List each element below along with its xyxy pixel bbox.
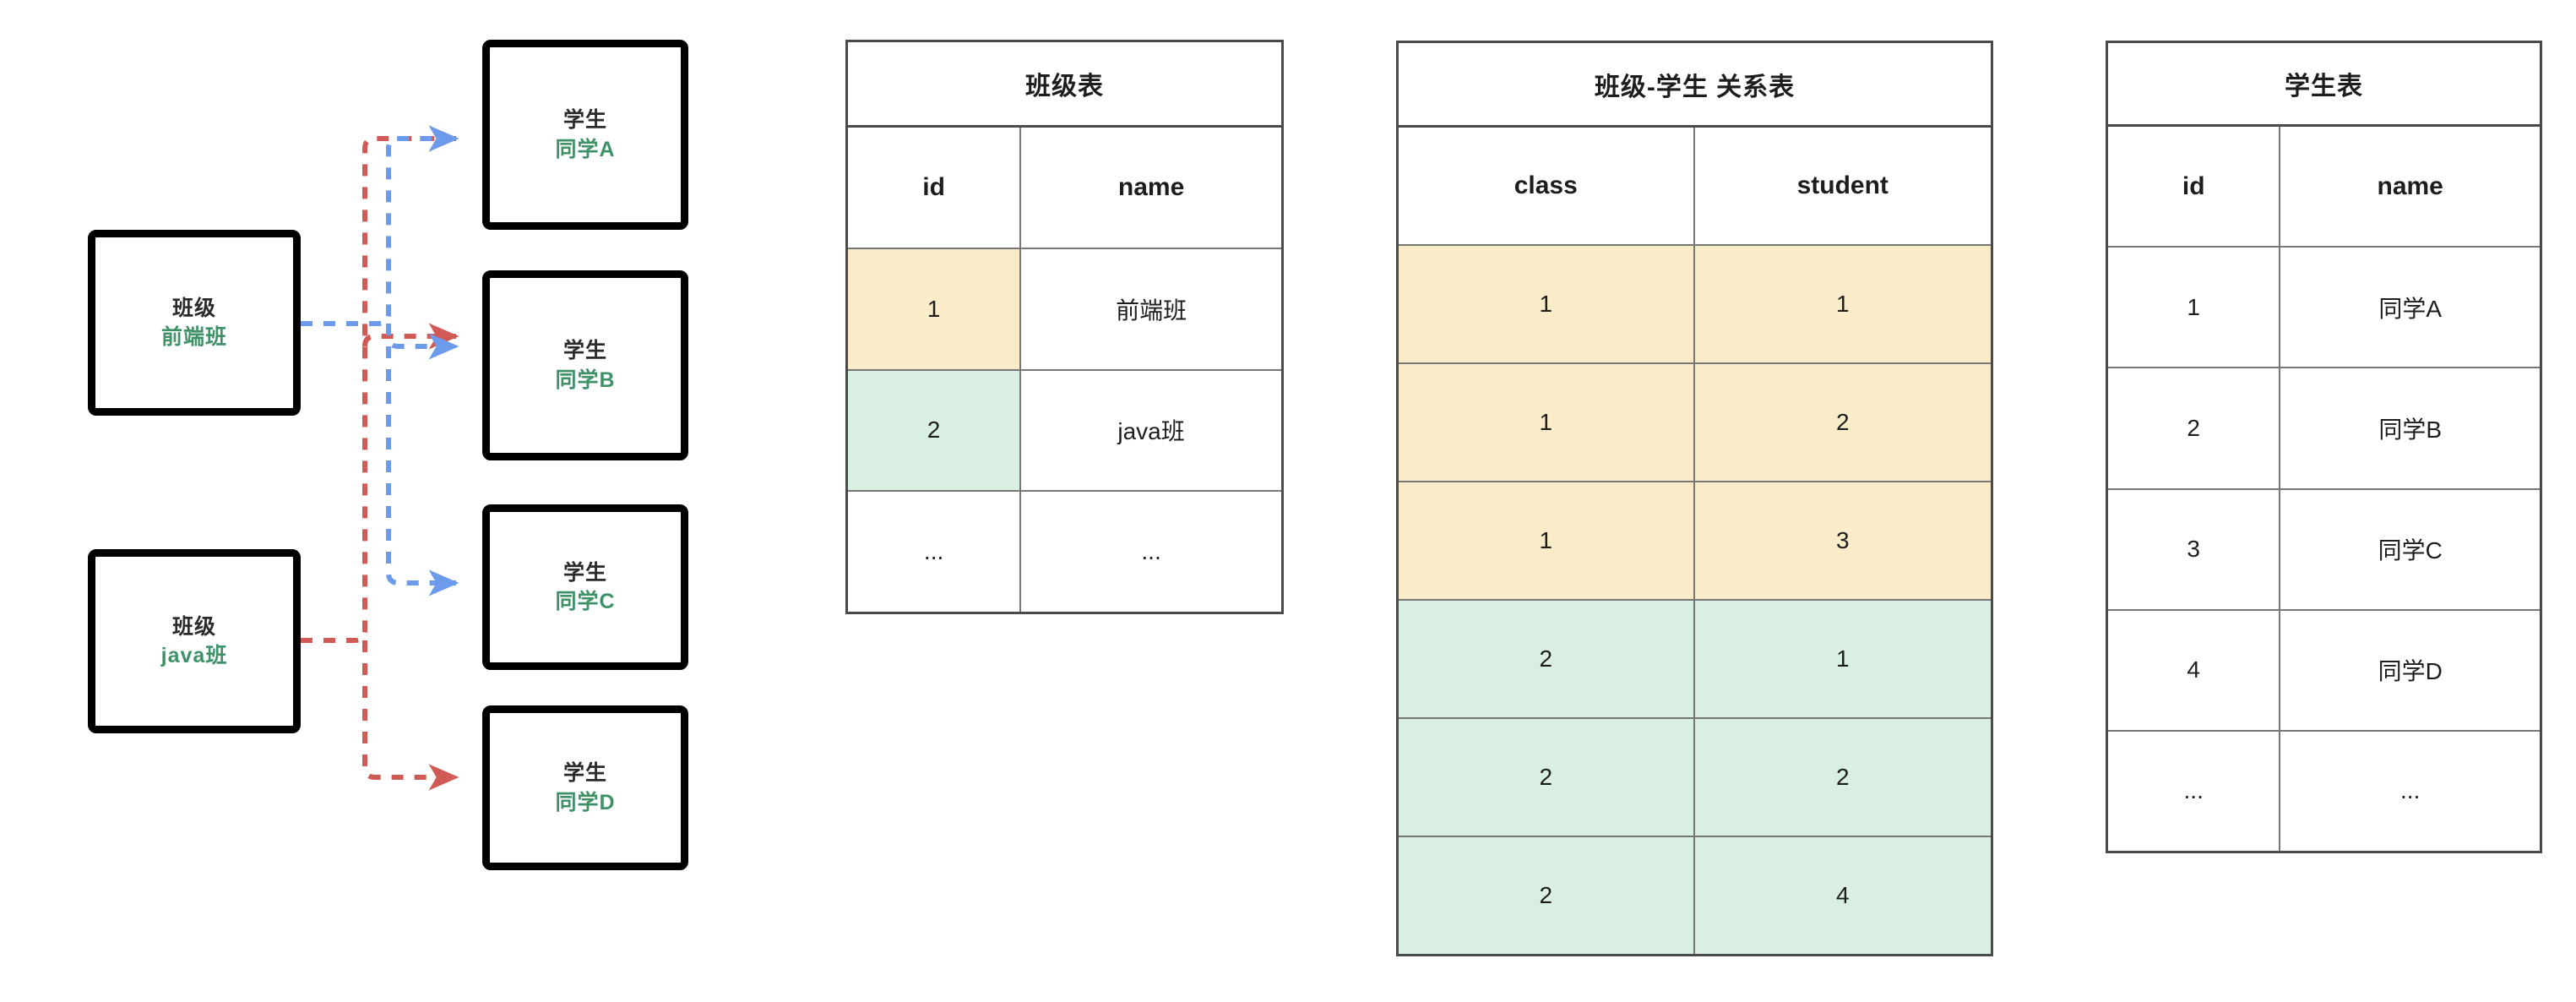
edge-java-trunk (301, 125, 459, 643)
student-node-a[interactable]: 学生 同学A (482, 40, 688, 230)
table-cell: 4 (1694, 837, 1991, 954)
table-cell: 2 (848, 370, 1022, 491)
table-cell: 1 (1399, 364, 1695, 481)
table-body: id name 1 同学A 2 同学B 3 同学C 4 同学D...... (2108, 127, 2540, 852)
table-cell: 2 (1399, 601, 1695, 717)
edge-java-to-student-b (362, 323, 459, 350)
entity-diagram: 班级 前端班 班级 java班 学生 同学A 学生 同学B 学生 同学C 学生 … (0, 0, 760, 1002)
class-node-name: 前端班 (160, 325, 227, 349)
table-cell: ... (1141, 538, 1161, 565)
table-row: 3 同学C (2108, 489, 2540, 611)
table-row: ...... (848, 492, 1281, 612)
table-body: id name 1 前端班 2 java班...... (848, 128, 1281, 612)
table-cell: 1 (1399, 482, 1695, 599)
table-row: ...... (2108, 731, 2540, 852)
table-title: 班级-学生 关系表 (1399, 43, 1991, 128)
edge-group-frontend-class (301, 125, 459, 596)
table-cell: 2 (1694, 364, 1991, 481)
class-node-type-label: 班级 (171, 614, 216, 639)
edge-frontend-trunk (301, 125, 459, 326)
student-node-type-label: 学生 (562, 761, 607, 785)
table-cell: 2 (1399, 719, 1695, 836)
class-node-java[interactable]: 班级 java班 (88, 549, 301, 733)
class-node-name: java班 (160, 644, 228, 667)
class-node-frontend[interactable]: 班级 前端班 (88, 230, 301, 416)
table-header-row: id name (848, 128, 1281, 249)
table-row: 4 同学D (2108, 610, 2540, 732)
table-cell: 2 (1399, 837, 1695, 954)
table-title: 学生表 (2108, 43, 2540, 127)
column-header-name: name (2377, 172, 2443, 200)
table-cell: ... (848, 492, 1022, 612)
student-node-type-label: 学生 (562, 560, 607, 585)
table-row: 1 前端班 (848, 248, 1281, 371)
table-row: 2 java班 (848, 370, 1281, 493)
table-cell: 2 (2108, 368, 2281, 488)
student-node-name: 同学B (555, 368, 616, 392)
table-cell: ... (2400, 777, 2421, 804)
table-cell: 同学D (2378, 658, 2443, 685)
student-node-name: 同学A (555, 137, 616, 161)
table-cell: 2 (1694, 719, 1991, 836)
student-node-type-label: 学生 (562, 339, 607, 362)
table-cell: 同学B (2378, 416, 2443, 443)
student-node-c[interactable]: 学生 同学C (482, 504, 688, 670)
student-node-d[interactable]: 学生 同学D (482, 705, 688, 870)
table-title: 班级表 (848, 42, 1281, 128)
student-node-name: 同学D (555, 790, 616, 814)
table-row: 1 同学A (2108, 248, 2540, 369)
table-cell: ... (2108, 731, 2281, 852)
class-node-type-label: 班级 (171, 296, 216, 320)
table-cell: 前端班 (1116, 297, 1187, 324)
table-cell: 3 (1694, 482, 1991, 599)
table-cell: java班 (1117, 418, 1185, 445)
column-header-id: id (2108, 127, 2281, 247)
table-cell: 1 (2108, 248, 2281, 368)
column-header-id: id (848, 128, 1022, 248)
connector-layer (301, 125, 459, 791)
table-cell: 4 (2108, 610, 2281, 730)
edge-java-to-student-d (362, 640, 459, 791)
table-cell: 3 (2108, 489, 2281, 609)
edge-frontend-to-student-b (386, 324, 459, 360)
table-row: 2 同学B (2108, 368, 2540, 490)
student-node-type-label: 学生 (562, 108, 607, 132)
edge-group-java-class (301, 125, 459, 791)
table-cell: 1 (848, 248, 1022, 369)
table-header-row: id name (2108, 127, 2540, 248)
column-header-student: student (1796, 172, 1889, 199)
student-node-name: 同学C (555, 590, 616, 613)
column-header-class: class (1399, 128, 1695, 244)
table-header-row: class student (1399, 128, 1991, 246)
table-cell: 同学A (2378, 295, 2443, 322)
edge-frontend-to-student-c (386, 324, 459, 596)
table-cell: 同学C (2378, 537, 2443, 564)
column-header-name: name (1117, 172, 1185, 201)
table-cell: 1 (1399, 246, 1695, 362)
table-cell: 1 (1694, 601, 1991, 717)
student-node-b[interactable]: 学生 同学B (482, 270, 688, 460)
table-cell: 1 (1694, 246, 1991, 362)
